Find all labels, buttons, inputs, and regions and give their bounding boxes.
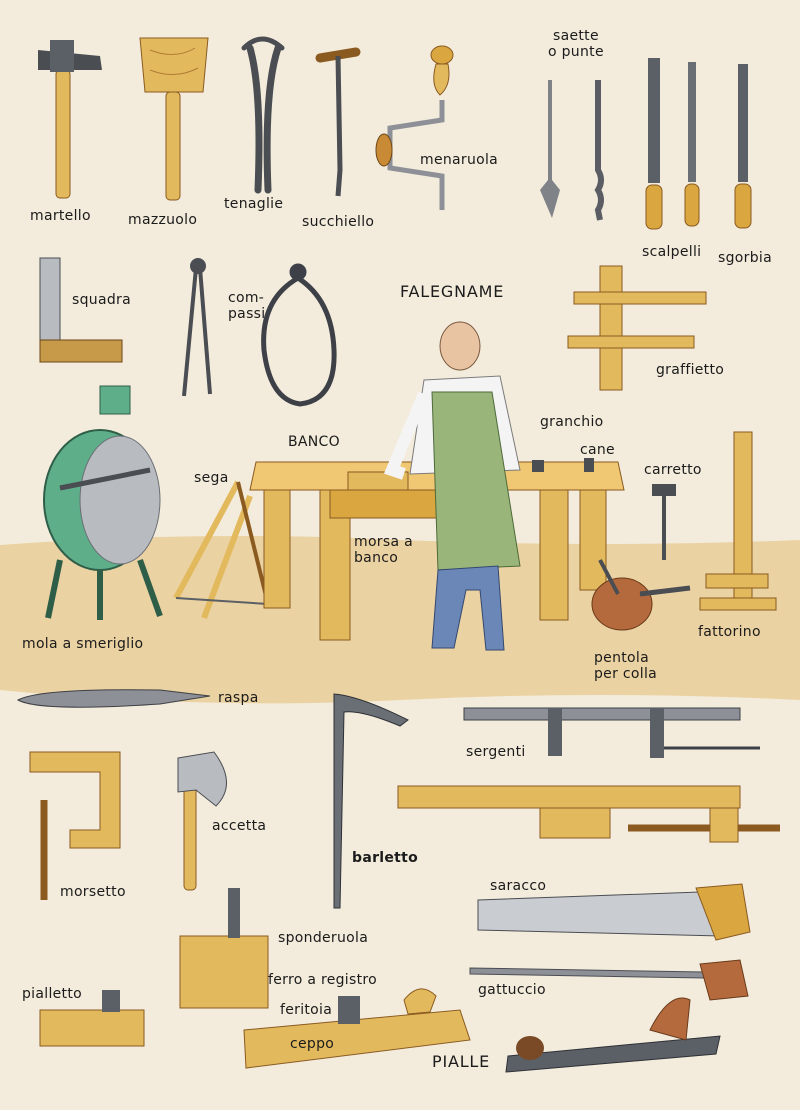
bench-hooks-illustration [532, 458, 594, 472]
label-mazzuolo: mazzuolo [128, 212, 198, 228]
label-succhiello: succhiello [302, 214, 375, 230]
label-sponderuola: sponderuola [278, 930, 369, 946]
carpenter-figure [383, 321, 521, 651]
label-ceppo: ceppo [290, 1036, 335, 1052]
brace-drill-illustration [375, 45, 454, 210]
label-graffietto: graffietto [656, 362, 725, 378]
label-sgorbia: sgorbia [718, 250, 772, 266]
label-sega: sega [194, 470, 229, 486]
long-clamp-illustration [397, 785, 780, 843]
label-saette: saette o punte [548, 28, 604, 60]
label-raspa: raspa [218, 690, 259, 706]
rasp-illustration [16, 689, 211, 708]
handsaw-illustration [477, 883, 751, 941]
label-morsa-a-banco: morsa a banco [354, 534, 413, 566]
label-tenaglie: tenaglie [224, 196, 284, 212]
label-gattuccio: gattuccio [478, 982, 546, 998]
label-compassi: com- passi [228, 290, 266, 322]
label-pialletto: pialletto [22, 986, 82, 1002]
label-granchio: granchio [540, 414, 604, 430]
hatchet-illustration [177, 751, 227, 891]
label-fattorino: fattorino [698, 624, 761, 640]
holdfast-illustration [333, 693, 409, 909]
c-clamp-illustration [29, 751, 121, 900]
label-morsetto: morsetto [60, 884, 126, 900]
bench-vise-illustration [652, 484, 676, 560]
label-barletto: barletto [352, 850, 419, 866]
jointer-plane-illustration [243, 988, 471, 1069]
label-mola-a-smeriglio: mola a smeriglio [22, 636, 144, 652]
pincers-illustration [241, 36, 285, 194]
frame-saw-illustration [173, 480, 270, 620]
label-cane: cane [580, 442, 615, 458]
label-menaruola: menaruola [420, 152, 499, 168]
dividers-illustration [182, 258, 212, 397]
label-sergenti: sergenti [466, 744, 526, 760]
glue-pot-illustration [591, 559, 691, 631]
rabbet-plane-illustration [179, 888, 269, 1009]
calipers-illustration [261, 263, 337, 407]
drill-bits-illustration [540, 80, 604, 221]
metal-plane-illustration [505, 997, 721, 1073]
hammer-illustration [38, 40, 102, 199]
label-carretto: carretto [644, 462, 702, 478]
bar-clamp-illustration [463, 707, 760, 758]
block-plane-illustration [39, 990, 145, 1047]
gimlet-illustration [315, 47, 361, 197]
label-banco: BANCO [288, 434, 340, 450]
marking-gauge-illustration [567, 265, 707, 391]
label-ferro-a-registro: ferro a registro [268, 972, 377, 988]
square-illustration [39, 257, 123, 363]
label-pentola-per-colla: pentola per colla [594, 650, 658, 682]
label-feritoia: feritoia [280, 1002, 333, 1018]
keyhole-saw-illustration [469, 959, 749, 1001]
label-scalpelli: scalpelli [642, 244, 702, 260]
page-title: FALEGNAME [400, 282, 505, 301]
bench-stand-illustration [699, 431, 777, 611]
chisels-illustration [645, 58, 752, 230]
label-squadra: squadra [72, 292, 131, 308]
label-saracco: saracco [490, 878, 547, 894]
label-accetta: accetta [212, 818, 267, 834]
grindstone-illustration [43, 385, 163, 620]
label-martello: martello [30, 208, 91, 224]
mallet-illustration [139, 37, 209, 201]
label-pialle: PIALLE [432, 1052, 491, 1071]
